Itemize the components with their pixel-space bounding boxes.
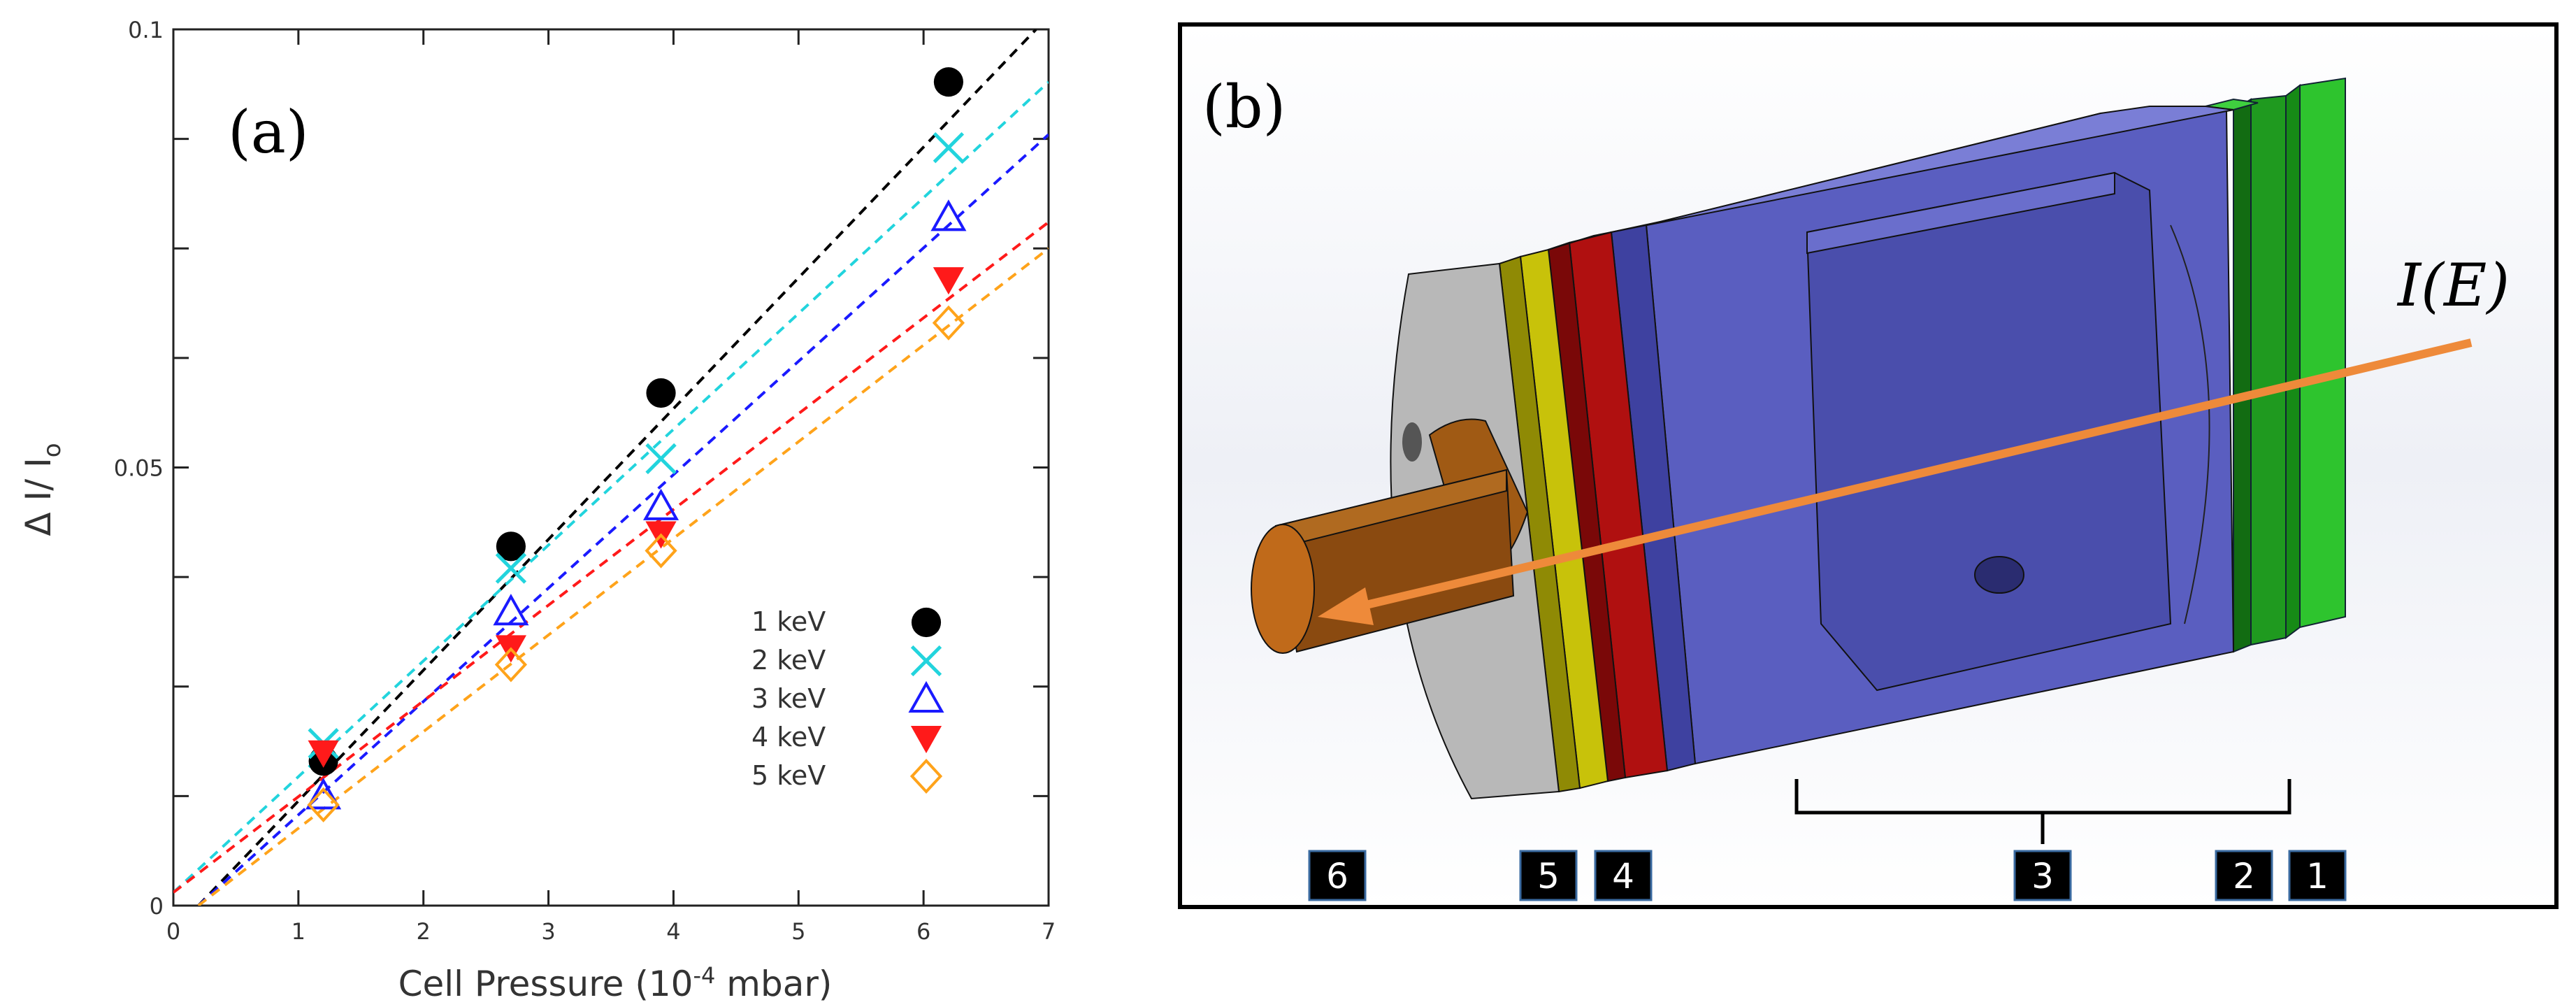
axis-ticks: 0 1 2 3 4 5 6 7 0 0.05 0.1 xyxy=(114,17,1056,945)
marker-stroke xyxy=(933,131,965,164)
marker-point xyxy=(911,607,942,638)
marker-point xyxy=(930,199,967,231)
panel-b-label: (b) xyxy=(1202,73,1286,141)
marker-point xyxy=(307,787,340,822)
legend-label: 1 keV xyxy=(751,606,826,637)
fit-line-4 xyxy=(173,221,1049,894)
part-badge-4: 4 xyxy=(1594,850,1653,901)
beam-arrow xyxy=(1318,338,2473,625)
legend-label: 4 keV xyxy=(751,722,826,752)
marker-stroke xyxy=(645,443,677,475)
marker-point xyxy=(932,305,965,341)
fit-line-3 xyxy=(197,133,1049,906)
part-badge-5: 5 xyxy=(1519,850,1578,901)
x-tick-label: 5 xyxy=(791,918,805,945)
blue-cylinder-section xyxy=(1610,106,2235,772)
marker-point xyxy=(909,758,943,794)
fit-line-5 xyxy=(197,247,1049,906)
x-axis-label: Cell Pressure (10-4 mbar) xyxy=(398,962,833,1004)
marker-stroke xyxy=(495,552,527,584)
part-badge-6: 6 xyxy=(1308,850,1367,901)
marker-point xyxy=(495,552,527,584)
apparatus-diagram-b: I(E) (b) 6 5 4 3 2 1 xyxy=(1178,22,2559,909)
marker-point xyxy=(496,531,526,562)
marker-point xyxy=(308,740,339,768)
marker-point xyxy=(910,645,942,677)
y-axis-label: Δ I/ Io xyxy=(18,443,66,536)
x-tick-label: 0 xyxy=(166,918,180,945)
marker-point xyxy=(643,488,679,520)
y-tick-label: 0.1 xyxy=(128,17,164,43)
svg-text:1: 1 xyxy=(2306,856,2329,897)
legend-label: 5 keV xyxy=(751,760,826,791)
data-markers xyxy=(305,67,967,822)
part-badge-1: 1 xyxy=(2288,850,2347,901)
marker-point xyxy=(645,443,677,475)
y-tick-label: 0 xyxy=(150,893,164,920)
marker-point xyxy=(910,726,942,754)
panel-a-label: (a) xyxy=(228,98,309,166)
legend-label: 3 keV xyxy=(751,683,826,714)
green-plate-1 xyxy=(2285,77,2346,639)
part-badge-3: 3 xyxy=(2013,850,2072,901)
svg-text:2: 2 xyxy=(2233,856,2255,897)
marker-point xyxy=(933,131,965,164)
yellow-plate-5 xyxy=(1498,248,1609,793)
marker-point xyxy=(494,647,528,683)
chart-a: 0 1 2 3 4 5 6 7 0 0.05 0.1 1 keV 2 keV 3 keV 4 keV 5 k… xyxy=(18,17,1056,1004)
y-tick-label: 0.05 xyxy=(114,455,164,482)
marker-point xyxy=(933,67,963,97)
x-tick-label: 3 xyxy=(541,918,555,945)
marker-point xyxy=(305,778,342,810)
x-tick-label: 7 xyxy=(1042,918,1056,945)
red-plate-4 xyxy=(1547,231,1669,783)
svg-text:6: 6 xyxy=(1326,856,1348,897)
marker-point xyxy=(646,378,676,408)
legend: 1 keV 2 keV 3 keV 4 keV 5 keV xyxy=(751,606,944,794)
svg-text:3: 3 xyxy=(2031,856,2054,897)
x-tick-label: 6 xyxy=(916,918,930,945)
marker-point xyxy=(493,594,529,626)
legend-label: 2 keV xyxy=(751,645,826,676)
svg-text:4: 4 xyxy=(1612,856,1634,897)
section-3-bracket xyxy=(1794,779,2291,844)
fit-line-2 xyxy=(173,80,1049,894)
x-tick-label: 1 xyxy=(292,918,305,945)
marker-point xyxy=(908,680,944,713)
green-plate-2 xyxy=(2205,94,2287,653)
marker-point xyxy=(933,267,965,295)
marker-point xyxy=(645,533,677,569)
x-tick-label: 4 xyxy=(666,918,680,945)
marker-stroke xyxy=(910,645,942,677)
beam-label: I(E) xyxy=(2396,251,2510,320)
x-tick-label: 2 xyxy=(417,918,431,945)
part-badge-2: 2 xyxy=(2215,850,2273,901)
svg-text:5: 5 xyxy=(1537,856,1560,897)
